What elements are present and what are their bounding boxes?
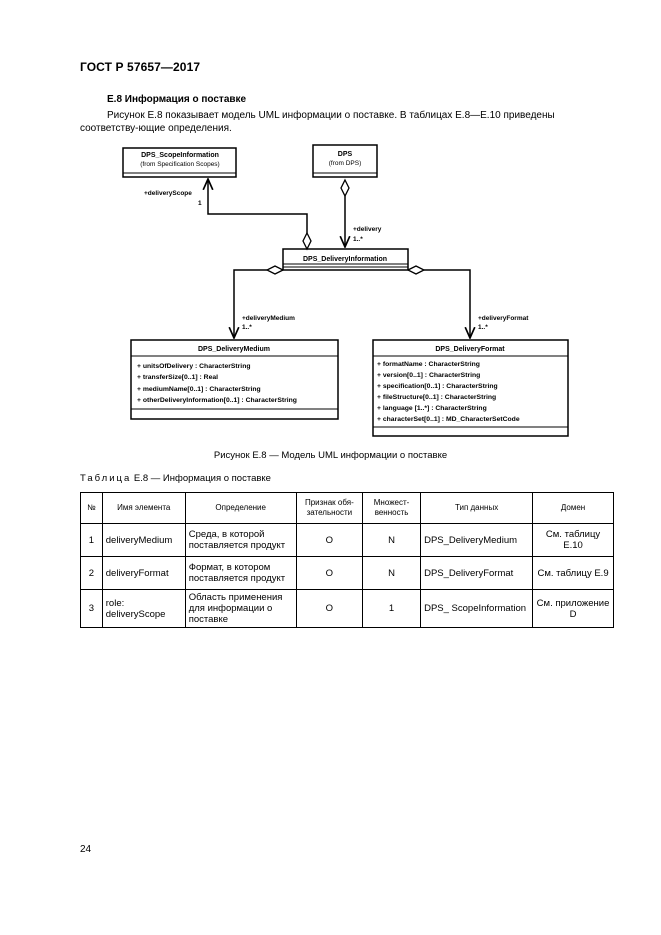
table-cell: deliveryMedium: [101, 523, 186, 557]
class-delivery-medium: DPS_DeliveryMedium + unitsOfDelivery : C…: [130, 339, 339, 420]
table-cell: DPS_DeliveryFormat: [420, 556, 534, 590]
association-delivery-medium: +deliveryMedium 1..*: [234, 265, 295, 338]
table-cell: O: [295, 589, 364, 628]
class-stereotype: (from DPS): [329, 160, 362, 167]
table-cell: См. таблицу Е.9: [532, 556, 614, 590]
table-cell: См. таблицу Е.10: [532, 523, 614, 557]
column-header: Тип данных: [420, 492, 534, 524]
table-cell: N: [362, 523, 422, 557]
table-row: 1 deliveryMedium Среда, в которой постав…: [80, 523, 614, 557]
column-header: №: [80, 492, 103, 524]
class-name: DPS_DeliveryMedium: [198, 346, 270, 353]
class-attribute: + characterSet[0..1] : MD_CharacterSetCo…: [377, 416, 520, 423]
table-caption-prefix: Таблица: [80, 473, 132, 484]
table-cell: Среда, в которой поставляется продукт: [184, 523, 297, 557]
class-stereotype: (from Specification Scopes): [140, 161, 219, 168]
role-name: +deliveryMedium: [242, 315, 295, 322]
association-delivery-format: +deliveryFormat 1..*: [406, 265, 529, 338]
table-cell: Область применения для информации о пост…: [184, 589, 297, 628]
column-header: Имя элемента: [101, 492, 186, 524]
association-delivery: +delivery 1..*: [341, 178, 382, 247]
association-delivery-scope: +deliveryScope 1: [144, 179, 312, 251]
page-number: 24: [80, 844, 92, 855]
table-cell: N: [362, 556, 422, 590]
class-name: DPS: [338, 151, 353, 158]
table-cell: 1: [362, 589, 422, 628]
class-name: DPS_DeliveryFormat: [435, 346, 505, 353]
class-name: DPS_ScopeInformation: [141, 152, 219, 159]
column-header: Определение: [184, 492, 297, 524]
table-cell: См. приложение D: [532, 589, 614, 628]
role-name: +deliveryScope: [144, 190, 192, 197]
table-caption: Таблица Е.8 — Информация о поставке: [80, 473, 271, 484]
class-attribute: + otherDeliveryInformation[0..1] : Chara…: [137, 397, 297, 404]
column-header: Множест-венность: [362, 492, 422, 524]
class-delivery-information: DPS_DeliveryInformation: [282, 248, 409, 271]
column-header: Признак обя-зательности: [295, 492, 364, 524]
class-attribute: + transferSize[0..1] : Real: [137, 374, 218, 381]
table-cell: 1: [80, 523, 103, 557]
table-caption-text: Е.8 — Информация о поставке: [131, 473, 271, 484]
class-name: DPS_DeliveryInformation: [303, 256, 387, 263]
figure-caption: Рисунок Е.8 — Модель UML информации о по…: [213, 450, 448, 461]
role-multiplicity: 1..*: [478, 324, 488, 331]
table-cell: 3: [80, 589, 103, 628]
section-title: Е.8 Информация о поставке: [107, 94, 247, 105]
uml-diagram: DPS_ScopeInformation (from Specification…: [122, 144, 569, 437]
class-attribute: + fileStructure[0..1] : CharacterString: [377, 394, 496, 401]
class-attribute: + specification[0..1] : CharacterString: [377, 383, 498, 390]
document-header: ГОСТ Р 57657—2017: [80, 60, 201, 74]
class-attribute: + formatName : CharacterString: [377, 361, 480, 368]
class-attribute: + language [1..*] : CharacterString: [377, 405, 487, 412]
table-cell: Формат, в котором поставляется продукт: [184, 556, 297, 590]
table-cell: O: [295, 523, 364, 557]
table-header-row: № Имя элемента Определение Признак обя-з…: [80, 492, 614, 524]
class-scope-information: DPS_ScopeInformation (from Specification…: [122, 147, 237, 178]
table-row: 2 deliveryFormat Формат, в котором поста…: [80, 556, 614, 590]
table-cell: role: deliveryScope: [101, 589, 186, 628]
section-paragraph: Рисунок Е.8 показывает модель UML информ…: [80, 110, 555, 134]
role-multiplicity: 1..*: [353, 236, 363, 243]
table-cell: DPS_ ScopeInformation: [420, 589, 534, 628]
table-cell: O: [295, 556, 364, 590]
class-delivery-format: DPS_DeliveryFormat + formatName : Charac…: [372, 339, 569, 437]
delivery-information-table: № Имя элемента Определение Признак обя-з…: [80, 492, 614, 628]
role-multiplicity: 1: [198, 200, 202, 207]
role-name: +delivery: [353, 226, 382, 233]
role-name: +deliveryFormat: [478, 315, 529, 322]
table-cell: 2: [80, 556, 103, 590]
table-cell: deliveryFormat: [101, 556, 186, 590]
class-attribute: + mediumName[0..1] : CharacterString: [137, 386, 261, 393]
table-row: 3 role: deliveryScope Область применения…: [80, 589, 614, 628]
table-cell: DPS_DeliveryMedium: [420, 523, 534, 557]
class-dps: DPS (from DPS): [312, 144, 378, 178]
column-header: Домен: [532, 492, 614, 524]
role-multiplicity: 1..*: [242, 324, 252, 331]
class-attribute: + version[0..1] : CharacterString: [377, 372, 480, 379]
class-attribute: + unitsOfDelivery : CharacterString: [137, 363, 251, 370]
